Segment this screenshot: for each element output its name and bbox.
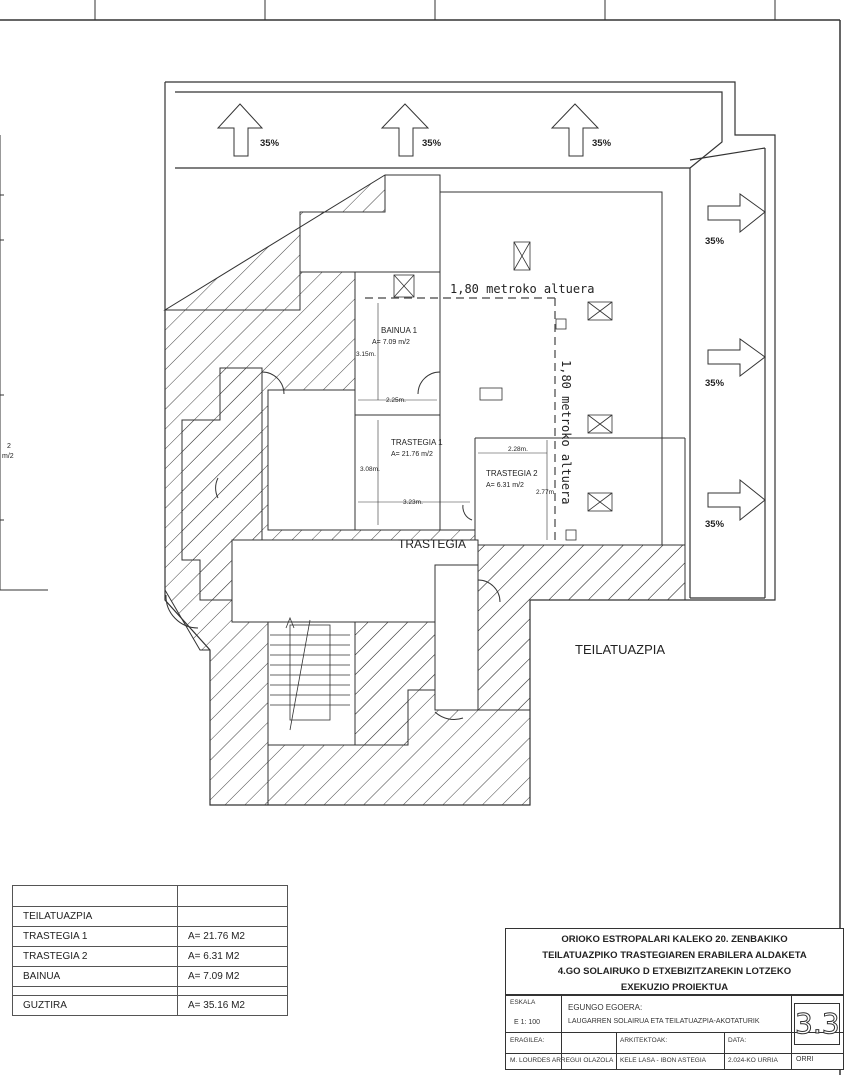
status-label: EGUNGO EGOERA:	[568, 1003, 643, 1012]
promoter-value: M. LOURDES ARREGUI OLAZOLA	[510, 1057, 614, 1064]
table-row: TRASTEGIA 1 A= 21.76 M2	[12, 926, 288, 947]
architects-value: KELE LASA - IBON ASTEGIA	[620, 1057, 706, 1064]
doors	[165, 371, 501, 720]
scale-label: ESKALA	[510, 999, 536, 1006]
slope-label: 35%	[705, 519, 725, 530]
area-name: TRASTEGIA 2	[12, 946, 178, 967]
slope-label: 35%	[705, 378, 725, 389]
room-name-trastegia1: TRASTEGIA 1	[391, 438, 443, 447]
stairs	[270, 616, 350, 731]
height-label-horizontal: 1,80 metroko altuera	[450, 282, 595, 296]
promoter-label: ERAGILEA:	[510, 1037, 545, 1044]
room-name-bainua: BAINUA 1	[381, 326, 418, 335]
area-value: A= 21.76 M2	[177, 926, 288, 947]
table-row: BAINUA A= 7.09 M2	[12, 966, 288, 987]
table-row-total: GUZTIRA A= 35.16 M2	[12, 995, 288, 1016]
project-title-line: TEILATUAZPIKO TRASTEGIAREN ERABILERA ALD…	[542, 950, 807, 961]
dimension-text: 2.28m.	[508, 446, 528, 453]
dimension-lines	[358, 303, 548, 540]
label-teilatuazpia: TEILATUAZPIA	[575, 642, 665, 657]
table-row: TRASTEGIA 2 A= 6.31 M2	[12, 946, 288, 967]
dimension-text: 3.15m.	[356, 351, 376, 358]
slope-label: 35%	[422, 138, 442, 149]
room-name-trastegia2: TRASTEGIA 2	[486, 469, 538, 478]
slope-label: 35%	[260, 138, 280, 149]
slope-arrow-icon	[216, 103, 600, 157]
height-line	[365, 297, 556, 542]
architects-label: ARKITEKTOAK:	[620, 1037, 668, 1044]
area-value: A= 7.09 M2	[177, 966, 288, 987]
area-value	[177, 906, 288, 927]
skylight-icons	[393, 241, 613, 541]
sheet-border	[0, 0, 841, 1075]
project-title: ORIOKO ESTROPALARI KALEKO 20. ZENBAKIKO …	[506, 929, 843, 995]
date-value: 2.024-KO URRIA	[728, 1057, 778, 1064]
area-name: BAINUA	[12, 966, 178, 987]
dimension-text: 3.08m.	[360, 466, 380, 473]
label-trastegia: TRASTEGIA	[398, 537, 466, 551]
status-value: LAUGARREN SOLAIRUA ETA TEILATUAZPIA-AKOT…	[568, 1018, 760, 1025]
adjacent-drawing-fragment: 2 m/2	[0, 135, 48, 591]
date-label: DATA:	[728, 1037, 747, 1044]
room-area-bainua: A= 7.09 m/2	[372, 339, 410, 346]
project-title-line: ORIOKO ESTROPALARI KALEKO 20. ZENBAKIKO	[561, 934, 788, 945]
area-name: TEILATUAZPIA	[12, 906, 178, 927]
dimension-text: 2.25m.	[386, 397, 406, 404]
left-edge-text: m/2	[2, 453, 14, 460]
area-table: TEILATUAZPIA TRASTEGIA 1 A= 21.76 M2 TRA…	[12, 885, 288, 1016]
total-value: A= 35.16 M2	[177, 995, 288, 1016]
slope-label: 35%	[705, 236, 725, 247]
slope-label: 35%	[592, 138, 612, 149]
sheet-number: 3.3	[794, 1003, 840, 1045]
room-area-trastegia1: A= 21.76 m/2	[391, 451, 433, 458]
project-title-line: EXEKUZIO PROIEKTUA	[620, 982, 729, 993]
orri-label: ORRI	[796, 1056, 814, 1063]
table-row: TEILATUAZPIA	[12, 906, 288, 927]
project-title-line: 4.GO SOLAIRUKO D ETXEBIZITZAREKIN LOTZEK…	[557, 966, 792, 977]
scale-value: E 1: 100	[514, 1019, 541, 1026]
dimension-text: 3.23m.	[403, 499, 423, 506]
height-label-vertical: 1,80 metroko altuera	[559, 360, 573, 505]
slope-arrow-icon	[707, 193, 766, 522]
dimension-text: 2.77m.	[536, 489, 556, 496]
area-name: TRASTEGIA 1	[12, 926, 178, 947]
rooms	[231, 191, 686, 746]
total-name: GUZTIRA	[12, 995, 178, 1016]
left-edge-text: 2	[7, 443, 11, 450]
title-block: ORIOKO ESTROPALARI KALEKO 20. ZENBAKIKO …	[505, 928, 844, 1070]
room-area-trastegia2: A= 6.31 m/2	[486, 482, 524, 489]
area-value: A= 6.31 M2	[177, 946, 288, 967]
